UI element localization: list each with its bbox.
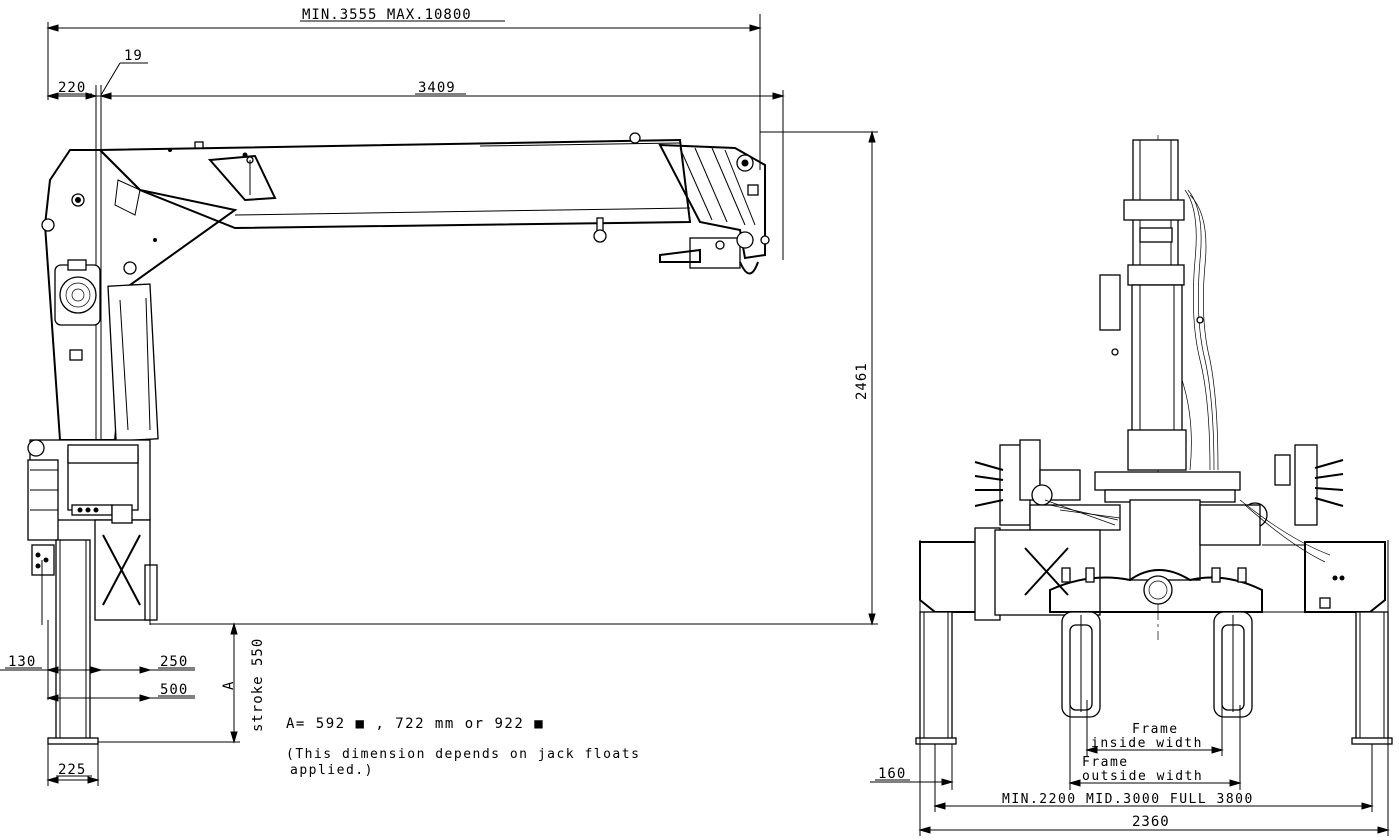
foot-225-label: 225 — [58, 762, 86, 778]
boom — [97, 132, 770, 275]
stroke-label: stroke 550 — [250, 638, 266, 732]
dim-160-dimension: 160 — [870, 744, 954, 790]
dim-500-label: 500 — [160, 682, 188, 698]
dim-250-label: 250 — [160, 654, 188, 670]
front-boom-column — [1099, 139, 1219, 471]
frame-width-dimensions: Frame inside width Frame outside width — [1068, 700, 1242, 790]
height-dimension: 2461 — [150, 130, 878, 626]
overall-width-dimension: 2360 — [918, 540, 1390, 836]
dim-160-label: 160 — [878, 766, 906, 782]
front-view: Frame inside width Frame outside width 1… — [870, 135, 1393, 836]
inner-jacks — [1061, 611, 1253, 718]
boom-length-label: 3409 — [418, 80, 456, 96]
note-line-3: applied.) — [290, 763, 374, 778]
frame-outside-line-1: Frame — [1082, 755, 1129, 770]
frame-inside-line-2: inside width — [1091, 736, 1203, 751]
note-line-1: A= 592 ■ , 722 mm or 922 ■ — [286, 716, 544, 732]
dim-130-label: 130 — [8, 654, 36, 670]
stroke-a-label: A — [221, 681, 237, 690]
outrigger-beam — [919, 527, 1386, 621]
base-dimensions: 130 250 500 — [0, 620, 195, 702]
outrigger-span-label: MIN.2200 MID.3000 FULL 3800 — [1002, 792, 1254, 807]
overall-length-dimension: MIN.3555 MAX.10800 — [46, 7, 762, 170]
stroke-dimension: A stroke 550 — [98, 622, 266, 744]
foot-width-dimension: 225 — [46, 744, 100, 786]
offset-19-dimension: 19 — [100, 48, 148, 96]
offset-19-label: 19 — [124, 48, 143, 64]
frame-inside-line-1: Frame — [1132, 722, 1179, 737]
side-view: MIN.3555 MAX.10800 19 220 3409 — [0, 7, 878, 786]
outrigger-leg-side — [47, 539, 99, 745]
overall-width-label: 2360 — [1132, 814, 1170, 830]
stroke-note: A= 592 ■ , 722 mm or 922 ■ (This dimensi… — [286, 716, 640, 778]
crane-column — [27, 149, 238, 625]
overall-length-label: MIN.3555 MAX.10800 — [302, 7, 472, 23]
outrigger-span-dimension: MIN.2200 MID.3000 FULL 3800 — [933, 744, 1374, 812]
frame-outside-line-2: outside width — [1082, 769, 1203, 784]
note-line-2: (This dimension depends on jack floats — [286, 747, 640, 762]
boom-length-dimension: 220 3409 — [46, 80, 785, 620]
control-levers — [974, 439, 1344, 528]
front-base — [1029, 471, 1331, 581]
height-label: 2461 — [854, 362, 870, 400]
offset-220-label: 220 — [58, 80, 86, 96]
front-outrigger-legs — [915, 611, 1393, 745]
